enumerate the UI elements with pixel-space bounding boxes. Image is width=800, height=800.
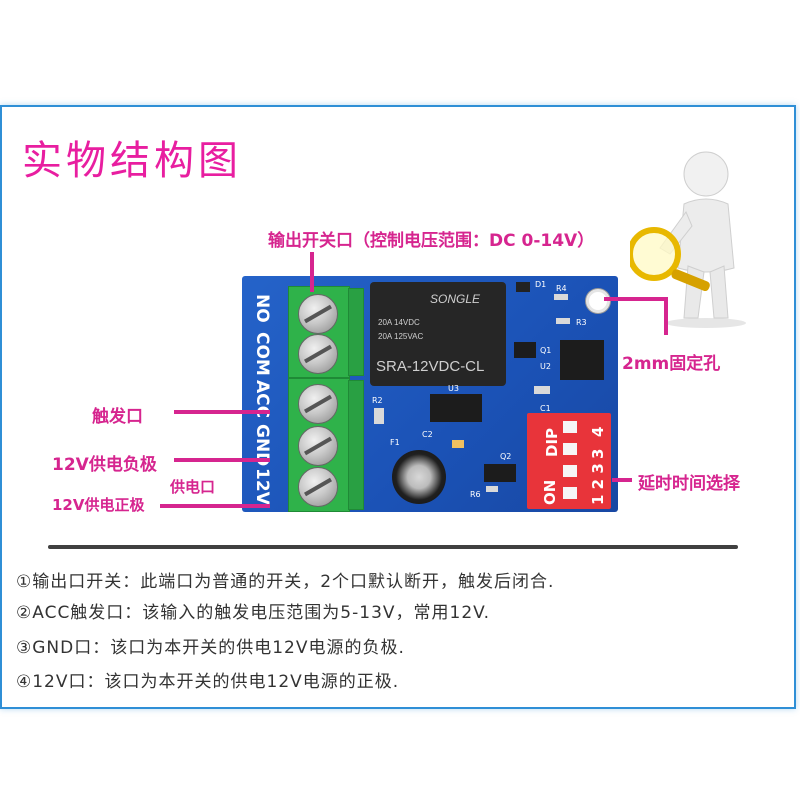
ic-u2	[560, 340, 604, 380]
dip-switch-2[interactable]	[563, 465, 577, 477]
callout-line-pos	[160, 504, 270, 508]
mounting-hole	[586, 289, 610, 313]
ic-q2	[484, 464, 516, 482]
smd-r3	[556, 318, 570, 324]
smd-d1	[516, 282, 530, 292]
relay-rating-1: 20A 14VDC	[378, 318, 420, 327]
silk-u3: U3	[448, 384, 459, 393]
silk-r4: R4	[556, 284, 567, 293]
dip-switch-1[interactable]	[563, 487, 577, 499]
screw-no	[298, 294, 338, 334]
smd-r6	[486, 486, 498, 492]
dip-on-label: ON	[541, 479, 559, 505]
figure-magnifier-illustration	[630, 151, 746, 328]
dip-switch-4[interactable]	[563, 421, 577, 433]
section-divider	[48, 545, 738, 549]
silk-no: NO	[252, 294, 272, 323]
output-terminal-side	[348, 288, 364, 376]
silk-r6: R6	[470, 490, 481, 499]
silk-d1: D1	[535, 280, 547, 289]
callout-line-hole-v	[664, 297, 668, 335]
ic-q1	[514, 342, 536, 358]
smd-c1	[534, 386, 550, 394]
label-output-switch: 输出开关口（控制电压范围：DC 0-14V）	[268, 231, 595, 251]
relay-component: SONGLE 20A 14VDC 20A 125VAC SRA-12VDC-CL	[370, 282, 506, 386]
electrolytic-capacitor	[392, 450, 446, 504]
dip-number-4: 4	[589, 426, 607, 437]
silk-q2: Q2	[500, 452, 512, 461]
silk-c2: C2	[422, 430, 433, 439]
note-2: ②ACC触发口：该输入的触发电压范围为5-13V，常用12V.	[16, 603, 490, 623]
silk-f1: F1	[390, 438, 400, 447]
callout-line-output-v	[310, 252, 314, 292]
silk-12v: 12V	[252, 468, 272, 505]
ic-u3	[430, 394, 482, 422]
label-mount-hole: 2mm固定孔	[622, 354, 721, 374]
note-3: ③GND口：该口为本开关的供电12V电源的负极.	[16, 638, 405, 658]
smd-r2	[374, 408, 384, 424]
label-delay-select: 延时时间选择	[638, 474, 740, 494]
screw-acc	[298, 384, 338, 424]
callout-line-trigger	[174, 410, 270, 414]
page-title: 实物结构图	[22, 138, 242, 184]
smd-r4	[554, 294, 568, 300]
screw-com	[298, 334, 338, 374]
label-12v-positive: 12V供电正极	[52, 496, 145, 514]
silk-com: COM	[252, 332, 272, 376]
note-4: ④12V口：该口为本开关的供电12V电源的正极.	[16, 672, 400, 692]
dip-on-numbers: 1 2 3	[589, 463, 607, 505]
silk-q1: Q1	[540, 346, 552, 355]
relay-brand: SONGLE	[430, 292, 481, 306]
silk-r2: R2	[372, 396, 383, 405]
label-trigger: 触发口	[92, 407, 143, 427]
relay-rating-2: 20A 125VAC	[378, 332, 424, 341]
dip-switch-3[interactable]	[563, 443, 577, 455]
callout-line-delay	[612, 478, 632, 482]
callout-line-neg	[174, 458, 270, 462]
note-1: ①输出口开关：此端口为普通的开关，2个口默认断开，触发后闭合.	[16, 572, 555, 592]
screw-gnd	[298, 426, 338, 466]
silk-u2: U2	[540, 362, 551, 371]
silk-c1: C1	[540, 404, 551, 413]
label-power-port: 供电口	[170, 478, 216, 496]
dip-label: DIP	[543, 427, 561, 457]
dip-switch[interactable]: DIP 4 3 ON 1 2 3	[527, 413, 611, 509]
relay-model: SRA-12VDC-CL	[376, 358, 485, 375]
smd-c2	[452, 440, 464, 448]
callout-line-hole-h	[604, 297, 666, 301]
screw-12v	[298, 467, 338, 507]
silk-r3: R3	[576, 318, 587, 327]
input-terminal-side	[348, 380, 364, 510]
label-12v-negative: 12V供电负极	[52, 455, 157, 475]
dip-number-3: 3	[589, 448, 607, 459]
